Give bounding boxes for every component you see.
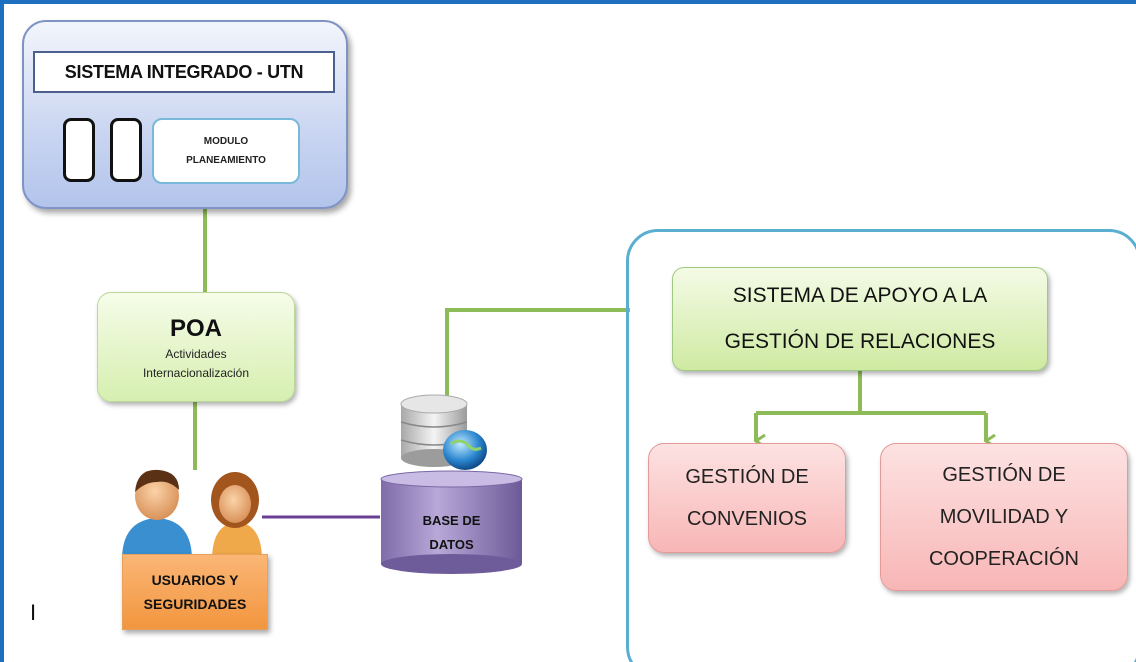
- usuarios-seguridades-box: USUARIOS Y SEGURIDADES: [122, 554, 268, 630]
- frame-left-border: [0, 0, 4, 662]
- server-globe-icon: [400, 394, 487, 470]
- modulo-planeamiento-box: MODULO PLANEAMIENTO: [152, 118, 300, 184]
- gestion-convenios-box: GESTIÓN DE CONVENIOS: [648, 443, 846, 553]
- movilidad-line2: MOVILIDAD Y: [939, 506, 1069, 528]
- users-line2: SEGURIDADES: [143, 596, 247, 612]
- poa-internacionalizacion: Internacionalización: [142, 366, 250, 380]
- gestion-movilidad-box: GESTIÓN DE MOVILIDAD Y COOPERACIÓN: [880, 443, 1128, 591]
- database-line1: BASE DE: [422, 513, 481, 528]
- poa-box: POA Actividades Internacionalización: [97, 292, 295, 402]
- movilidad-line1: GESTIÓN DE: [942, 464, 1066, 486]
- database-cylinder: [380, 470, 523, 574]
- sistema-apoyo-line2: GESTIÓN DE RELACIONES: [724, 330, 996, 353]
- sistema-apoyo-line1: SISTEMA DE APOYO A LA: [732, 284, 988, 307]
- convenios-line2: CONVENIOS: [686, 508, 808, 530]
- stray-text-mark: I: [30, 600, 37, 625]
- users-line1: USUARIOS Y: [151, 572, 239, 588]
- database-line2: DATOS: [429, 537, 474, 552]
- frame-top-border: [0, 0, 1136, 4]
- movilidad-line3: COOPERACIÓN: [928, 548, 1080, 570]
- relaciones-container: [626, 229, 1136, 662]
- base-de-datos-label: BASE DE DATOS: [380, 493, 523, 573]
- sistema-integrado-title: SISTEMA INTEGRADO - UTN: [33, 51, 335, 93]
- poa-title: POA: [169, 315, 222, 342]
- modulo-label: MODULO: [203, 136, 249, 147]
- connector-db-apoyo: [445, 308, 630, 400]
- sistema-apoyo-box: SISTEMA DE APOYO A LA GESTIÓN DE RELACIO…: [672, 267, 1048, 371]
- convenios-line1: GESTIÓN DE: [685, 466, 809, 488]
- planeamiento-label: PLANEAMIENTO: [186, 155, 266, 166]
- poa-actividades: Actividades: [165, 347, 227, 361]
- phone-icon: [110, 118, 142, 182]
- users-icon: [122, 469, 262, 560]
- phone-icon: [63, 118, 95, 182]
